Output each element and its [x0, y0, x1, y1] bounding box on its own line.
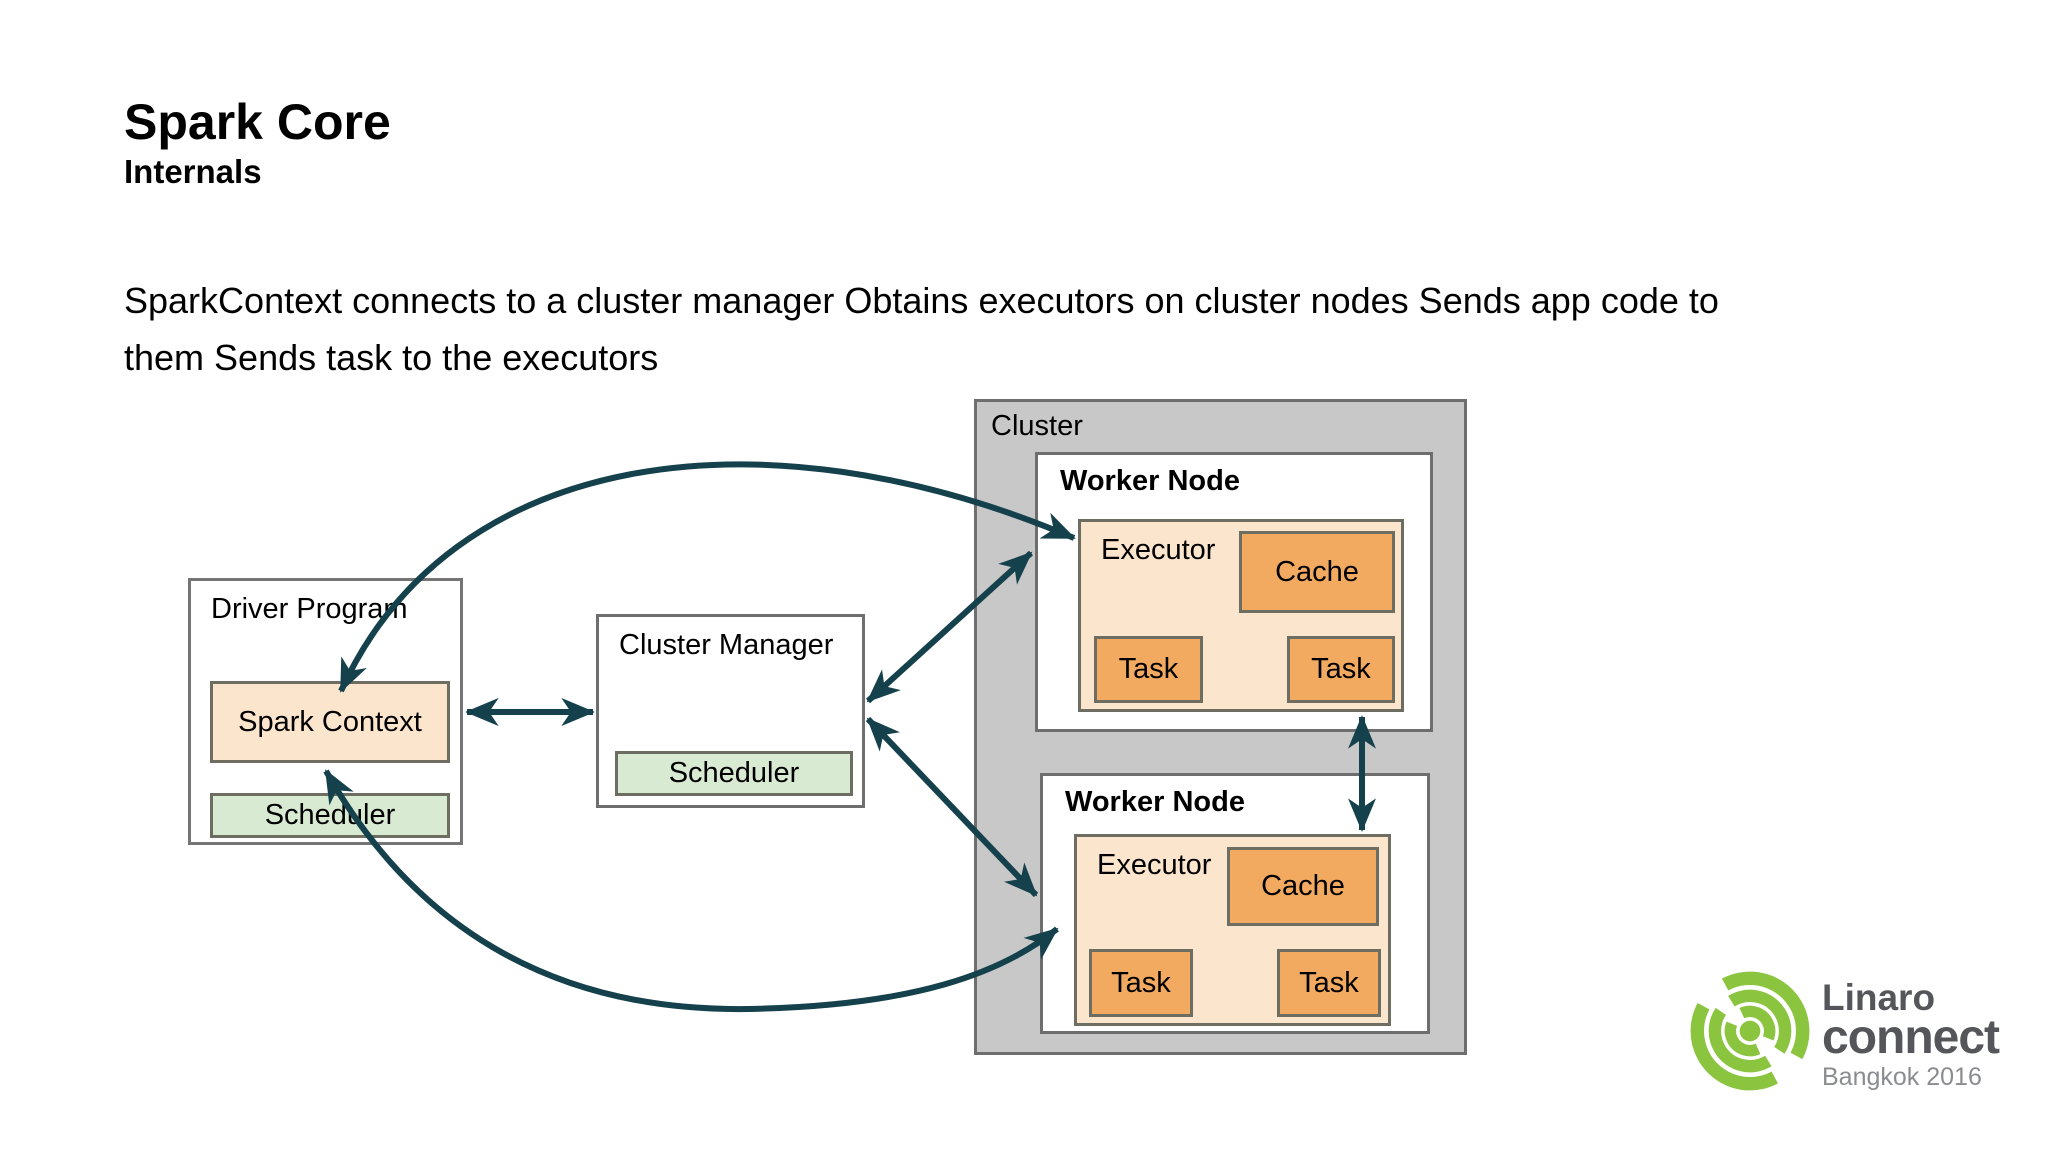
task-box: Task	[1287, 636, 1395, 703]
cluster-manager-box: Cluster Manager Scheduler	[596, 614, 865, 808]
task-box: Task	[1277, 949, 1381, 1017]
executor-2-box: Executor Cache Task Task	[1074, 834, 1391, 1026]
cluster-manager-label: Cluster Manager	[619, 629, 834, 661]
body-line-1: SparkContext connects to a cluster manag…	[124, 280, 1719, 321]
worker-node-1-box: Worker Node Executor Cache Task Task	[1035, 452, 1433, 732]
task-box: Task	[1089, 949, 1193, 1017]
executor-1-label: Executor	[1101, 534, 1216, 566]
spark-context-box: Spark Context	[210, 681, 450, 763]
body-line-2: them Sends task to the executors	[124, 337, 659, 378]
page-title: Spark Core	[124, 94, 391, 150]
logo-brand: Linaro	[1822, 977, 1936, 1018]
cluster-box: Cluster Worker Node Executor Cache Task …	[974, 399, 1467, 1055]
executor-1-box: Executor Cache Task Task	[1078, 519, 1404, 712]
logo-product: connect	[1822, 1011, 2000, 1064]
cluster-manager-scheduler-box: Scheduler	[615, 751, 853, 796]
cluster-label: Cluster	[991, 410, 1083, 442]
task-box: Task	[1094, 636, 1203, 703]
worker-node-2-label: Worker Node	[1065, 786, 1245, 818]
logo-event: Bangkok 2016	[1822, 1063, 1982, 1091]
page-subtitle: Internals	[124, 153, 262, 190]
linaro-logo-icon	[1690, 971, 1810, 1091]
driver-program-box: Driver Program Spark Context Scheduler	[188, 578, 463, 845]
linaro-logo: Linaro connect Bangkok 2016	[1688, 969, 2000, 1093]
driver-scheduler-box: Scheduler	[210, 793, 450, 838]
driver-program-label: Driver Program	[211, 593, 408, 625]
linaro-logo-text: Linaro connect Bangkok 2016	[1822, 969, 2000, 1091]
worker-node-2-box: Worker Node Executor Cache Task Task	[1040, 773, 1430, 1034]
executor-2-label: Executor	[1097, 849, 1212, 881]
worker-node-1-label: Worker Node	[1060, 465, 1240, 497]
cache-2-box: Cache	[1227, 847, 1379, 926]
cache-1-box: Cache	[1239, 531, 1395, 613]
body-text: SparkContext connects to a cluster manag…	[124, 272, 1964, 386]
